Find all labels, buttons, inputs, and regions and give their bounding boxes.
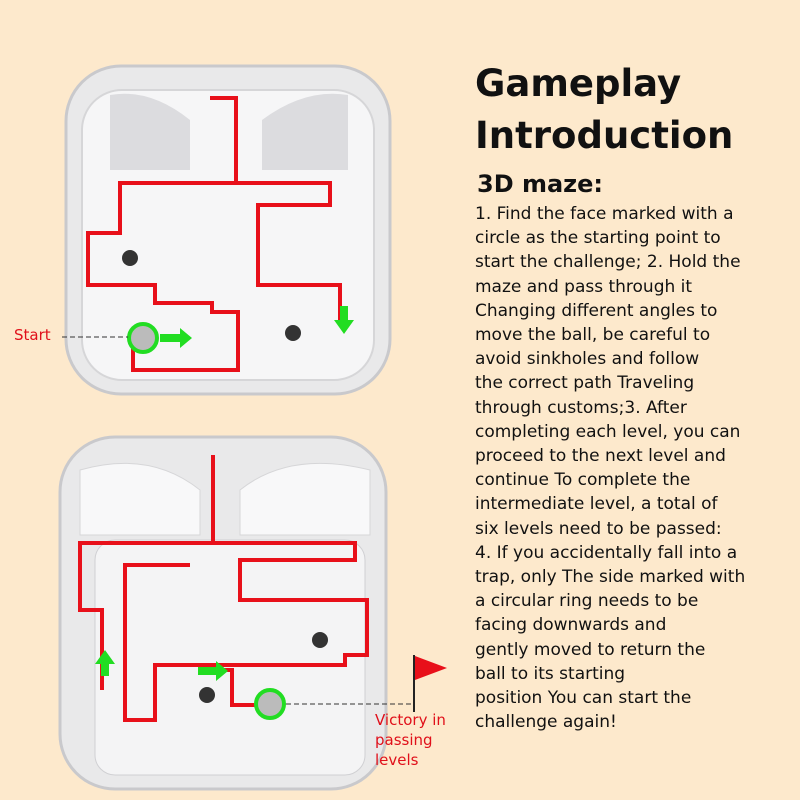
instruction-line: gently moved to return the <box>475 639 706 660</box>
arrow-up-icon <box>95 650 115 676</box>
finish-ring <box>254 688 286 720</box>
instructions-text: 1. Find the face marked with a circle as … <box>475 202 795 734</box>
instruction-line: challenge again! <box>475 712 617 733</box>
instruction-line: start the challenge; 2. Hold the <box>475 252 741 273</box>
instruction-line: 1. Find the face marked with a <box>475 204 734 224</box>
top-maze <box>62 64 392 396</box>
arrow-right-icon <box>198 661 228 681</box>
instruction-line: move the ball, be careful to <box>475 325 711 346</box>
instruction-line: circle as the starting point to <box>475 228 721 249</box>
instruction-line: ball to its starting <box>475 663 626 684</box>
subheading: 3D maze: <box>477 170 604 198</box>
arrow-right-icon <box>160 328 192 348</box>
victory-line: levels <box>375 751 419 769</box>
instruction-line: maze and pass through it <box>475 276 693 297</box>
instruction-line: position You can start the <box>475 688 692 709</box>
instruction-line: facing downwards and <box>475 615 667 636</box>
instruction-line: a circular ring needs to be <box>475 591 699 612</box>
title-line-2: Introduction <box>475 114 734 157</box>
instruction-line: proceed to the next level and <box>475 446 726 467</box>
instruction-line: trap, only The side marked with <box>475 567 746 588</box>
instruction-line: Changing different angles to <box>475 300 718 321</box>
bottom-maze <box>58 435 447 791</box>
instruction-line: 4. If you accidentally fall into a <box>475 542 738 563</box>
victory-line: passing <box>375 731 433 749</box>
instruction-line: continue To complete the <box>475 470 691 491</box>
start-label: Start <box>14 326 51 344</box>
instruction-line: six levels need to be passed: <box>475 518 722 539</box>
instruction-line: through customs;3. After <box>475 397 687 418</box>
title-line-1: Gameplay <box>475 62 682 105</box>
maze-path <box>78 455 215 690</box>
instruction-line: avoid sinkholes and follow <box>475 349 700 370</box>
instruction-line: the correct path Traveling <box>475 373 695 394</box>
maze-path <box>86 96 240 372</box>
start-ring <box>127 322 159 354</box>
arrow-down-icon <box>334 306 354 334</box>
instruction-line: completing each level, you can <box>475 421 741 442</box>
instruction-line: intermediate level, a total of <box>475 494 718 515</box>
victory-label: Victory in passing levels <box>375 710 446 770</box>
victory-line: Victory in <box>375 711 446 729</box>
flag-icon <box>413 655 447 712</box>
